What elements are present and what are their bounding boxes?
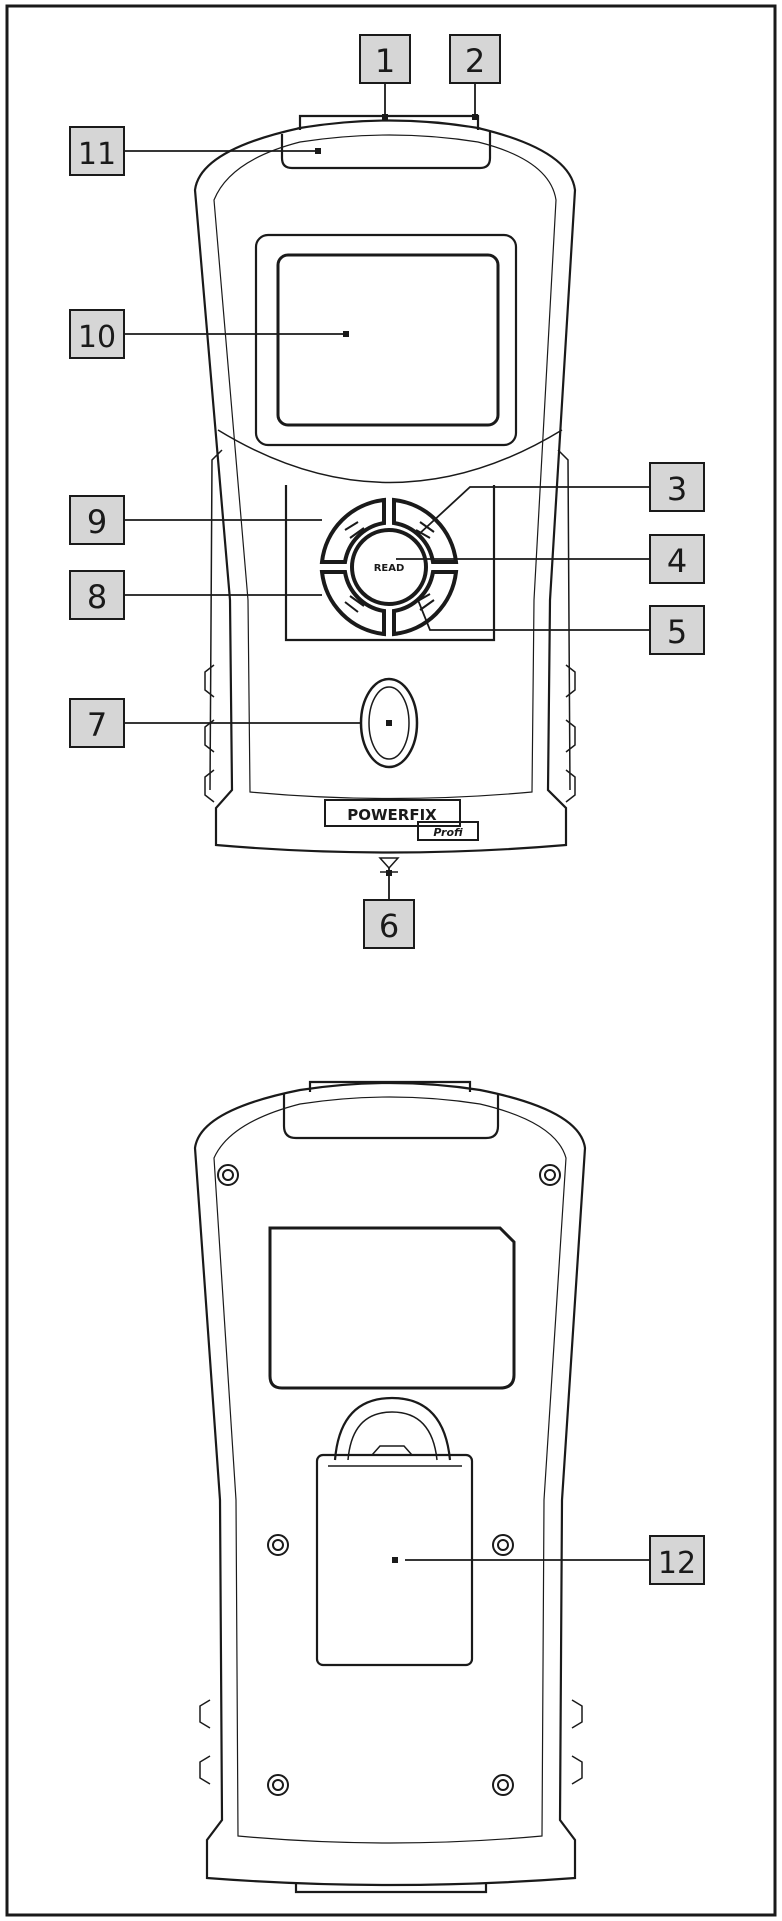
callout-9: 9	[69, 495, 125, 545]
button-lower-right[interactable]	[392, 570, 459, 637]
callout-2: 2	[449, 34, 501, 84]
callout-number: 6	[379, 907, 399, 945]
callout-number: 5	[667, 613, 687, 651]
callout-number: 7	[87, 706, 107, 744]
callout-number: 10	[78, 320, 116, 355]
label-recess	[268, 1226, 516, 1390]
oval-button-inner	[368, 686, 410, 760]
right-grip	[557, 449, 571, 791]
back-body-inner	[213, 1096, 567, 1844]
back-view	[193, 1080, 587, 1894]
callout-number: 11	[78, 137, 116, 172]
screws	[217, 1164, 561, 1796]
display	[276, 253, 500, 427]
callout-11: 11	[69, 126, 125, 176]
screw-icon	[492, 1774, 514, 1796]
top-window	[280, 132, 492, 170]
callout-12: 12	[649, 1535, 705, 1585]
back-body-outline	[193, 1081, 587, 1887]
keypad	[319, 497, 459, 637]
callout-leaders	[124, 82, 650, 1561]
back-side-ribs	[199, 1699, 583, 1785]
figure-frame	[5, 4, 777, 1917]
front-body-inner	[213, 134, 557, 800]
screw-icon	[492, 1534, 514, 1556]
button-lower-left[interactable]	[319, 570, 386, 637]
battery-handle-inner	[347, 1411, 438, 1461]
callout-3: 3	[649, 462, 705, 512]
button-upper-left[interactable]	[319, 497, 386, 564]
keypad-arc	[217, 429, 563, 484]
callout-number: 8	[87, 578, 107, 616]
callout-1: 1	[359, 34, 411, 84]
callout-number: 12	[658, 1546, 696, 1581]
keypad-housing	[284, 485, 496, 642]
callout-number: 9	[87, 503, 107, 541]
button-center[interactable]	[350, 528, 428, 606]
center-button-text: READ	[374, 563, 405, 574]
battery-cover-latch	[328, 1445, 462, 1467]
button-upper-right[interactable]	[392, 497, 459, 564]
callout-10: 10	[69, 309, 125, 359]
right-grip-notches	[565, 664, 576, 803]
callout-7: 7	[69, 698, 125, 748]
callout-dots	[315, 114, 478, 1563]
button-markings	[344, 521, 435, 613]
back-bottom-foot	[294, 1882, 488, 1894]
brand-plate	[324, 799, 461, 827]
callout-number: 2	[465, 42, 485, 80]
brand-text: POWERFIX	[347, 806, 437, 824]
brand-sub-text: Profi	[433, 826, 463, 839]
callout-8: 8	[69, 570, 125, 620]
front-body-outline	[193, 119, 577, 854]
screw-icon	[267, 1534, 289, 1556]
screen-bezel	[254, 233, 518, 447]
callout-number: 1	[375, 42, 395, 80]
screw-icon	[217, 1164, 239, 1186]
callout-5: 5	[649, 605, 705, 655]
brand-sub-plate	[417, 821, 479, 841]
front-view	[193, 114, 577, 873]
battery-handle	[333, 1396, 452, 1461]
top-nub	[298, 114, 480, 130]
back-top-window	[282, 1094, 500, 1140]
left-grip	[209, 449, 223, 791]
callout-4: 4	[649, 534, 705, 584]
screw-icon	[539, 1164, 561, 1186]
callout-number: 4	[667, 542, 687, 580]
screw-icon	[267, 1774, 289, 1796]
callout-6: 6	[363, 899, 415, 949]
callout-number: 3	[667, 470, 687, 508]
